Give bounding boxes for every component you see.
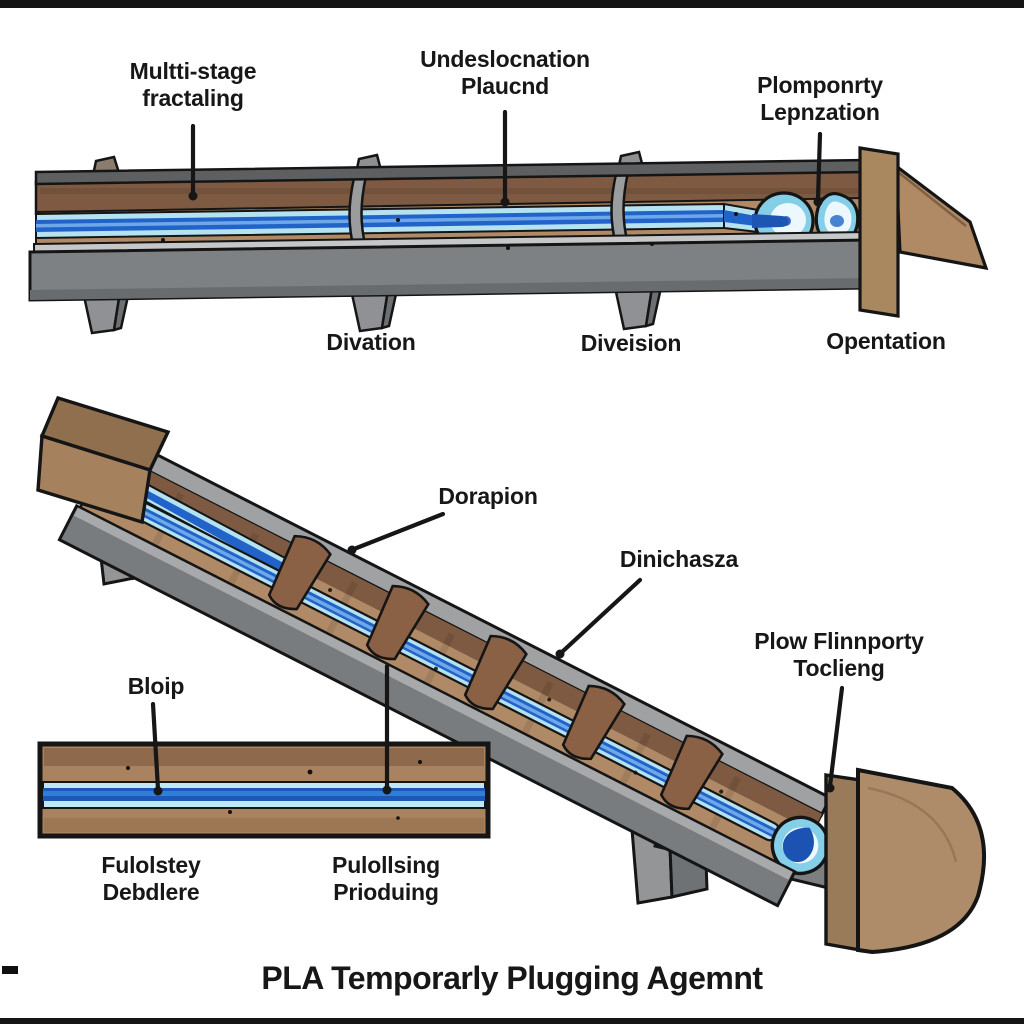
upper-trough [28, 146, 989, 335]
lower-divider-arches [267, 534, 724, 811]
inset-blue-stripe [42, 781, 486, 809]
lower-trough [36, 395, 986, 955]
blue-tube-main [98, 483, 781, 842]
inset-specks [126, 760, 422, 820]
end-cap [824, 767, 986, 955]
wood-specks [161, 212, 738, 250]
label-dinichasza: Dinichasza [619, 546, 739, 572]
end-post [858, 146, 900, 318]
label-divation: Divation [326, 329, 416, 355]
teardrop-plug-icon [770, 815, 831, 876]
label-dorapion: Dorapion [438, 483, 538, 509]
lower-trough-body [57, 430, 833, 908]
label-fulolstey: Fulolstey Debdlere [101, 852, 201, 905]
label-undeslocnation: Undeslocnation Plaucnd [420, 46, 590, 99]
label-plomponrty: Plomponrty Lepnzation [757, 72, 883, 125]
label-diveision: Diveision [580, 330, 682, 356]
start-cap [36, 395, 171, 525]
label-multistage-fractaling: Multti-stage fractaling [129, 58, 257, 111]
label-pulollsing: Pulollsing Prioduing [332, 852, 440, 905]
blue-channel [35, 202, 759, 240]
page-title: PLA Temporarly Plugging Agemnt [261, 960, 763, 996]
inset-strip [37, 741, 491, 839]
label-opentation: Opentation [826, 328, 946, 354]
leader-lines [150, 109, 845, 796]
label-bloip: Bloip [127, 673, 185, 699]
label-plow-flinnporty: Plow Flinnporty Toclieng [754, 628, 924, 681]
